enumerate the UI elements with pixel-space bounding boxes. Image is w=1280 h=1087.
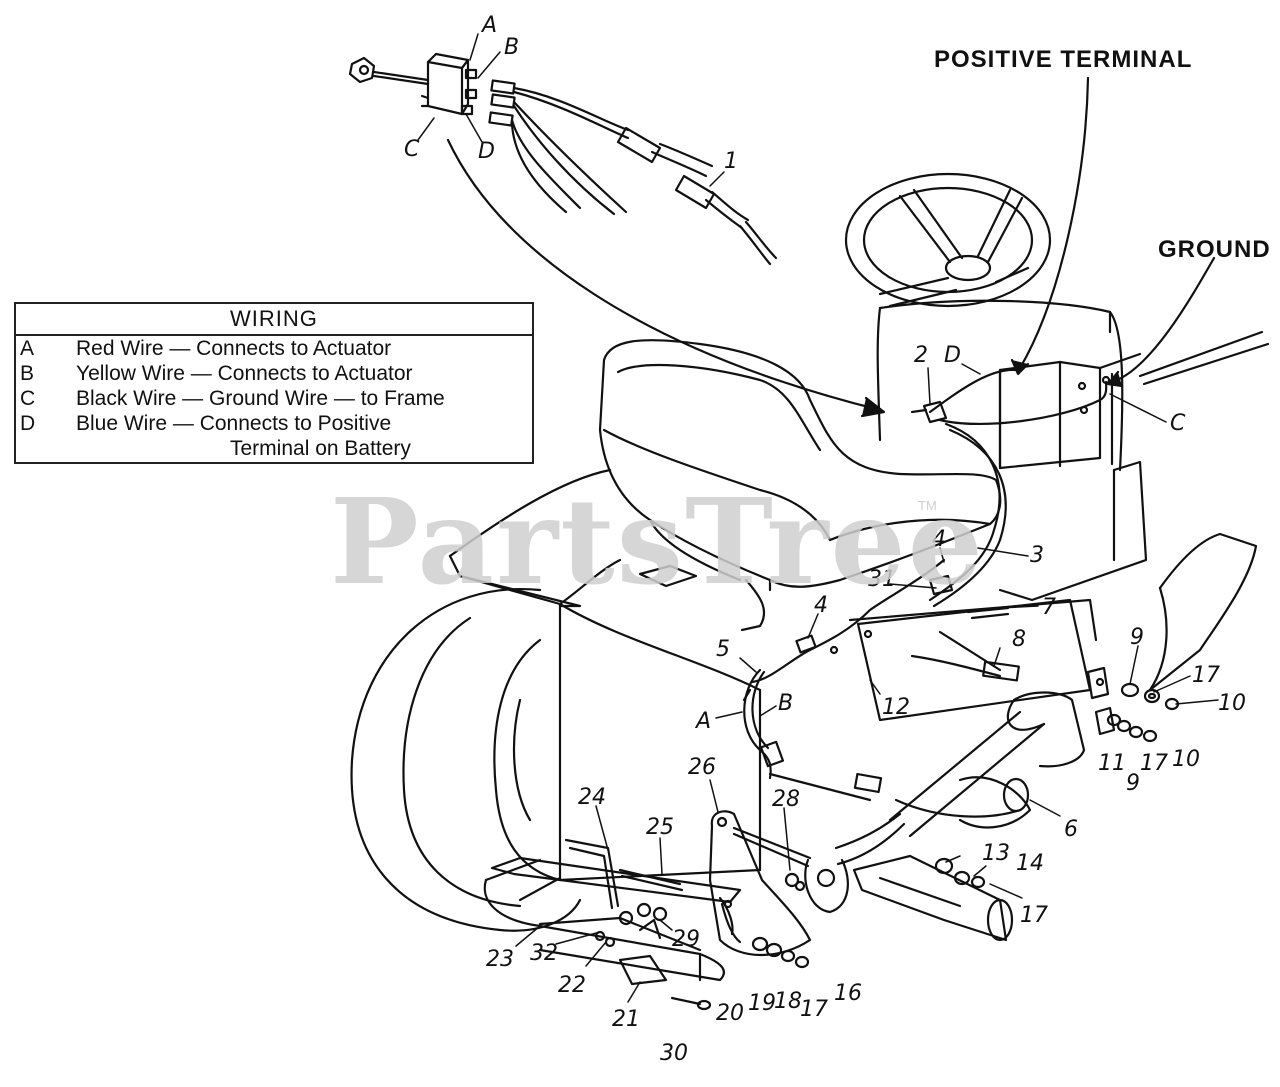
wiring-desc: Black Wire — Ground Wire — to Frame [76,387,445,410]
wiring-row-a: A Red Wire — Connects to Actuator [16,336,532,361]
callout-10b: 10 [1172,747,1200,772]
callout-18: 18 [774,989,802,1014]
actuator [804,691,1086,914]
callout-26: 26 [688,755,716,780]
callout-17a: 17 [1192,663,1220,688]
left-fender [448,468,612,558]
callout-32: 32 [530,941,558,966]
callout-20: 20 [716,1001,744,1026]
wiring-row-b: B Yellow Wire — Connects to Actuator [16,361,532,386]
callout-17c: 17 [1020,903,1048,928]
callout-switch-a: A [480,13,497,38]
callout-switch-b: B [504,35,519,60]
callout-switch-c: C [404,137,420,162]
wiring-desc-continued: Terminal on Battery [230,437,411,460]
callout-b: B [778,691,793,716]
steering-wheel [844,172,1124,472]
callout-10a: 10 [1218,691,1246,716]
callout-a: A [694,709,711,734]
wiring-row-d: D Blue Wire — Connects to Positive [16,411,532,436]
wiring-desc: Blue Wire — Connects to Positive [76,412,392,435]
ground-arrow [1110,256,1216,384]
callout-30: 30 [660,1041,688,1066]
callout-2-d: D [944,343,961,368]
wiring-legend-title: WIRING [16,304,532,336]
callout-17b: 17 [1140,751,1168,776]
wiring-key: D [20,412,36,435]
wiring-desc: Red Wire — Connects to Actuator [76,337,392,360]
wiring-desc: Yellow Wire — Connects to Actuator [76,362,413,385]
callout-4b: 4 [814,593,828,618]
lift-handle-grip [852,854,1008,942]
callout-21: 21 [612,1007,640,1032]
wiring-row-c: C Black Wire — Ground Wire — to Frame [16,386,532,411]
wiring-row-d-continued: Terminal on Battery [16,436,532,461]
lower-frame [483,838,742,1011]
callout-11: 11 [1098,751,1126,776]
switch-location-arrow [446,138,882,412]
callout-29: 29 [672,927,700,952]
rear-wheel [350,587,582,932]
callout-14: 14 [1016,851,1044,876]
callout-22: 22 [558,973,586,998]
callout-8: 8 [1012,627,1026,652]
callout-1: 1 [724,149,738,174]
wiring-key: B [20,362,35,385]
ground-label: GROUND [1158,236,1271,263]
callout-7: 7 [1042,595,1056,620]
callout-switch-d: D [478,139,495,164]
callout-c-ground: C [1170,411,1186,436]
toggle-switch-assembly [348,52,778,266]
callout-28: 28 [772,787,800,812]
callout-12: 12 [882,695,910,720]
callout-19: 19 [748,991,776,1016]
callout-2: 2 [914,343,928,368]
callout-25: 25 [646,815,674,840]
watermark: PartsTree [330,472,985,611]
watermark-trademark: TM [918,498,937,513]
callout-24: 24 [578,785,606,810]
wiring-key: C [20,387,36,410]
callout-23: 23 [486,947,514,972]
callout-13: 13 [982,841,1010,866]
callout-31: 31 [868,567,896,592]
callout-9a: 9 [1130,625,1144,650]
callout-6: 6 [1064,817,1078,842]
callout-16: 16 [834,981,862,1006]
callout-3: 3 [1030,543,1044,568]
callout-4a: 4 [932,527,946,552]
callout-17d: 17 [800,997,828,1022]
actuator-wire-harness [743,668,772,780]
right-footrest [1148,532,1258,692]
wiring-key: A [20,337,35,360]
callout-9b: 9 [1126,771,1140,796]
seat [598,339,1002,632]
callout-5: 5 [716,637,730,662]
positive-terminal-label: POSITIVE TERMINAL [934,46,1193,73]
wiring-legend: WIRING A Red Wire — Connects to Actuator… [14,302,534,464]
positive-terminal-arrow [1018,76,1090,370]
